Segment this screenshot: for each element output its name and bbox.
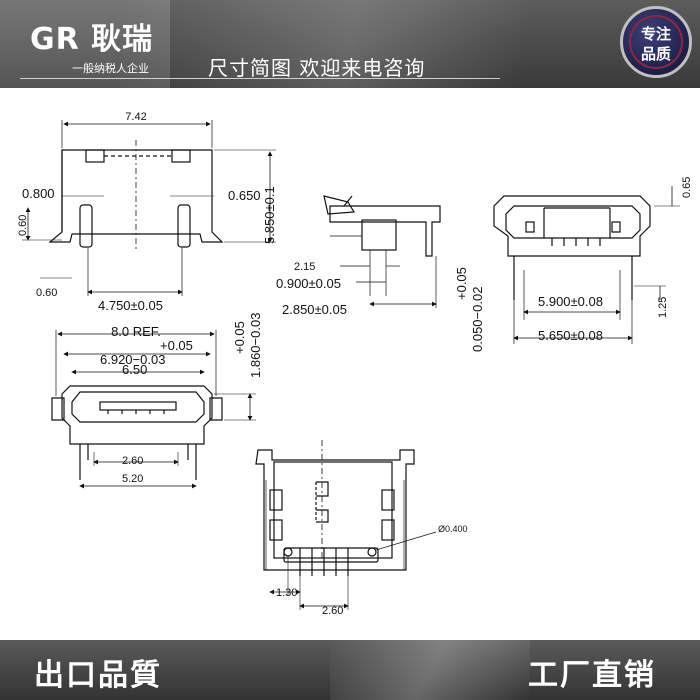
dim-front-tol-a: +0.05 <box>160 338 193 353</box>
footer-export-quality: 出口品質 <box>34 658 162 693</box>
dim-front-height: 1.860−0.03 <box>248 313 263 378</box>
dim-left-offset: 0.800 <box>22 186 55 201</box>
bottom-view <box>255 440 437 610</box>
dim-pin-b: 0.900±0.05 <box>276 276 341 291</box>
dim-pin-pitch: 2.60 <box>122 455 143 467</box>
badge-ring <box>629 15 683 69</box>
header-divider <box>20 78 500 79</box>
front-view <box>51 330 256 489</box>
footer-banner: 出口品質 工厂直销 <box>0 640 700 700</box>
dim-leg: 1.25 <box>657 297 669 318</box>
drawing-canvas: 7.42 0.800 0.650 0.60 0.60 4.750±0.05 5.… <box>17 111 693 617</box>
dim-length: 2.850±0.05 <box>282 302 347 317</box>
dim-front-height-tol: +0.05 <box>232 321 247 354</box>
badge-line-2: 品质 <box>640 45 671 63</box>
dim-height: 5.850±0.1 <box>262 186 277 244</box>
badge-line-1: 专注 <box>640 25 671 43</box>
dim-top-0-65: 0.65 <box>681 177 693 198</box>
brand-logo-text: GR 耿瑞 <box>30 22 154 57</box>
brand-subtitle: 一般纳税人企业 <box>72 62 149 75</box>
dim-front-width-a: 6.920−0.03 <box>100 352 165 367</box>
dim-inner-width: 5.900±0.08 <box>538 294 603 309</box>
top-left-view <box>22 120 276 296</box>
footer-light-sweep <box>330 640 530 700</box>
footer-factory-direct: 工厂直销 <box>528 658 656 693</box>
dim-leg-pitch: 5.20 <box>122 473 143 485</box>
dim-width-7-42: 7.42 <box>125 111 146 123</box>
header-headline: 尺寸简图 欢迎来电咨询 <box>208 56 426 80</box>
header-light-sweep <box>120 0 700 88</box>
dim-pin-a: 2.15 <box>294 261 315 273</box>
header-banner: GR 耿瑞 一般纳税人企业 尺寸简图 欢迎来电咨询 专注 品质 <box>0 0 700 88</box>
quality-badge: 专注 品质 <box>620 6 692 78</box>
top-mid-view <box>323 195 441 308</box>
dim-bottom-gap: 0.60 <box>36 287 57 299</box>
dim-right-offset: 0.650 <box>228 188 261 203</box>
top-right-view <box>493 186 680 344</box>
dim-outer-width: 5.650±0.08 <box>538 328 603 343</box>
dim-bottom-left-gap: 1.30 <box>276 587 297 599</box>
dimension-drawing: 7.42 0.800 0.650 0.60 0.60 4.750±0.05 5.… <box>0 88 700 640</box>
dim-bottom-pin-span: 2.60 <box>322 605 343 617</box>
dim-pitch: 4.750±0.05 <box>98 298 163 313</box>
dim-pin-height: 0.60 <box>17 215 29 236</box>
dim-front-width-b: 6.50 <box>122 362 147 377</box>
dim-tol-plus: +0.05 <box>454 267 469 300</box>
dim-tol-value: 0.050−0.02 <box>470 287 485 352</box>
dim-hole: Ø0.400 <box>438 524 468 534</box>
dim-ref: 8.0 REF. <box>111 324 161 339</box>
brand-background <box>0 0 170 88</box>
